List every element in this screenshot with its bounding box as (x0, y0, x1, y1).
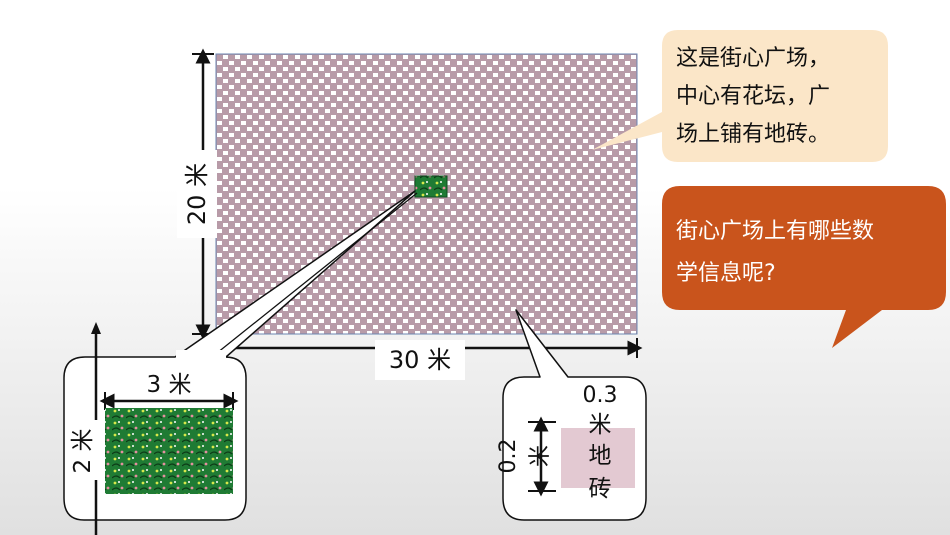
speech-question-line-2: 学信息呢? (676, 261, 776, 286)
speech-top-line-1: 这是街心广场， (676, 46, 831, 71)
tile-callout (502, 309, 647, 521)
tile-swatch (561, 428, 635, 488)
plaza-width-label-bg (375, 340, 465, 380)
left-vertical-arrowhead (91, 322, 101, 334)
plaza-height-label: 20 米 (183, 162, 211, 226)
speech-top-bubble (592, 30, 888, 162)
speech-top-line-2: 中心有花坛，广 (676, 84, 831, 109)
speech-top-text: 这是街心广场， 中心有花坛，广 场上铺有地砖。 (676, 40, 882, 154)
bed-detail (105, 408, 233, 494)
plaza-height-label-bg (177, 150, 217, 238)
tile-width-label: 0.3 (582, 383, 618, 408)
plaza-width-label: 30 米 (388, 346, 452, 374)
speech-question-text: 街心广场上有哪些数 学信息呢? (676, 211, 944, 295)
tile-height-unit-label: 米 (528, 445, 553, 468)
plaza-flowerbed (414, 175, 448, 198)
speech-question-bubble (662, 186, 946, 348)
tile-height-label: 0.2 (496, 438, 521, 474)
tile-width-unit-label: 米 (588, 412, 612, 438)
bed-width-label: 3 米 (146, 372, 192, 398)
speech-question-line-1: 街心广场上有哪些数 (676, 219, 875, 244)
callout-pointer-line-2 (211, 192, 418, 358)
speech-top-line-3: 场上铺有地砖。 (676, 122, 831, 147)
tile-name-label: 地砖 (588, 443, 612, 502)
bed-height-label: 2 米 (70, 428, 96, 474)
